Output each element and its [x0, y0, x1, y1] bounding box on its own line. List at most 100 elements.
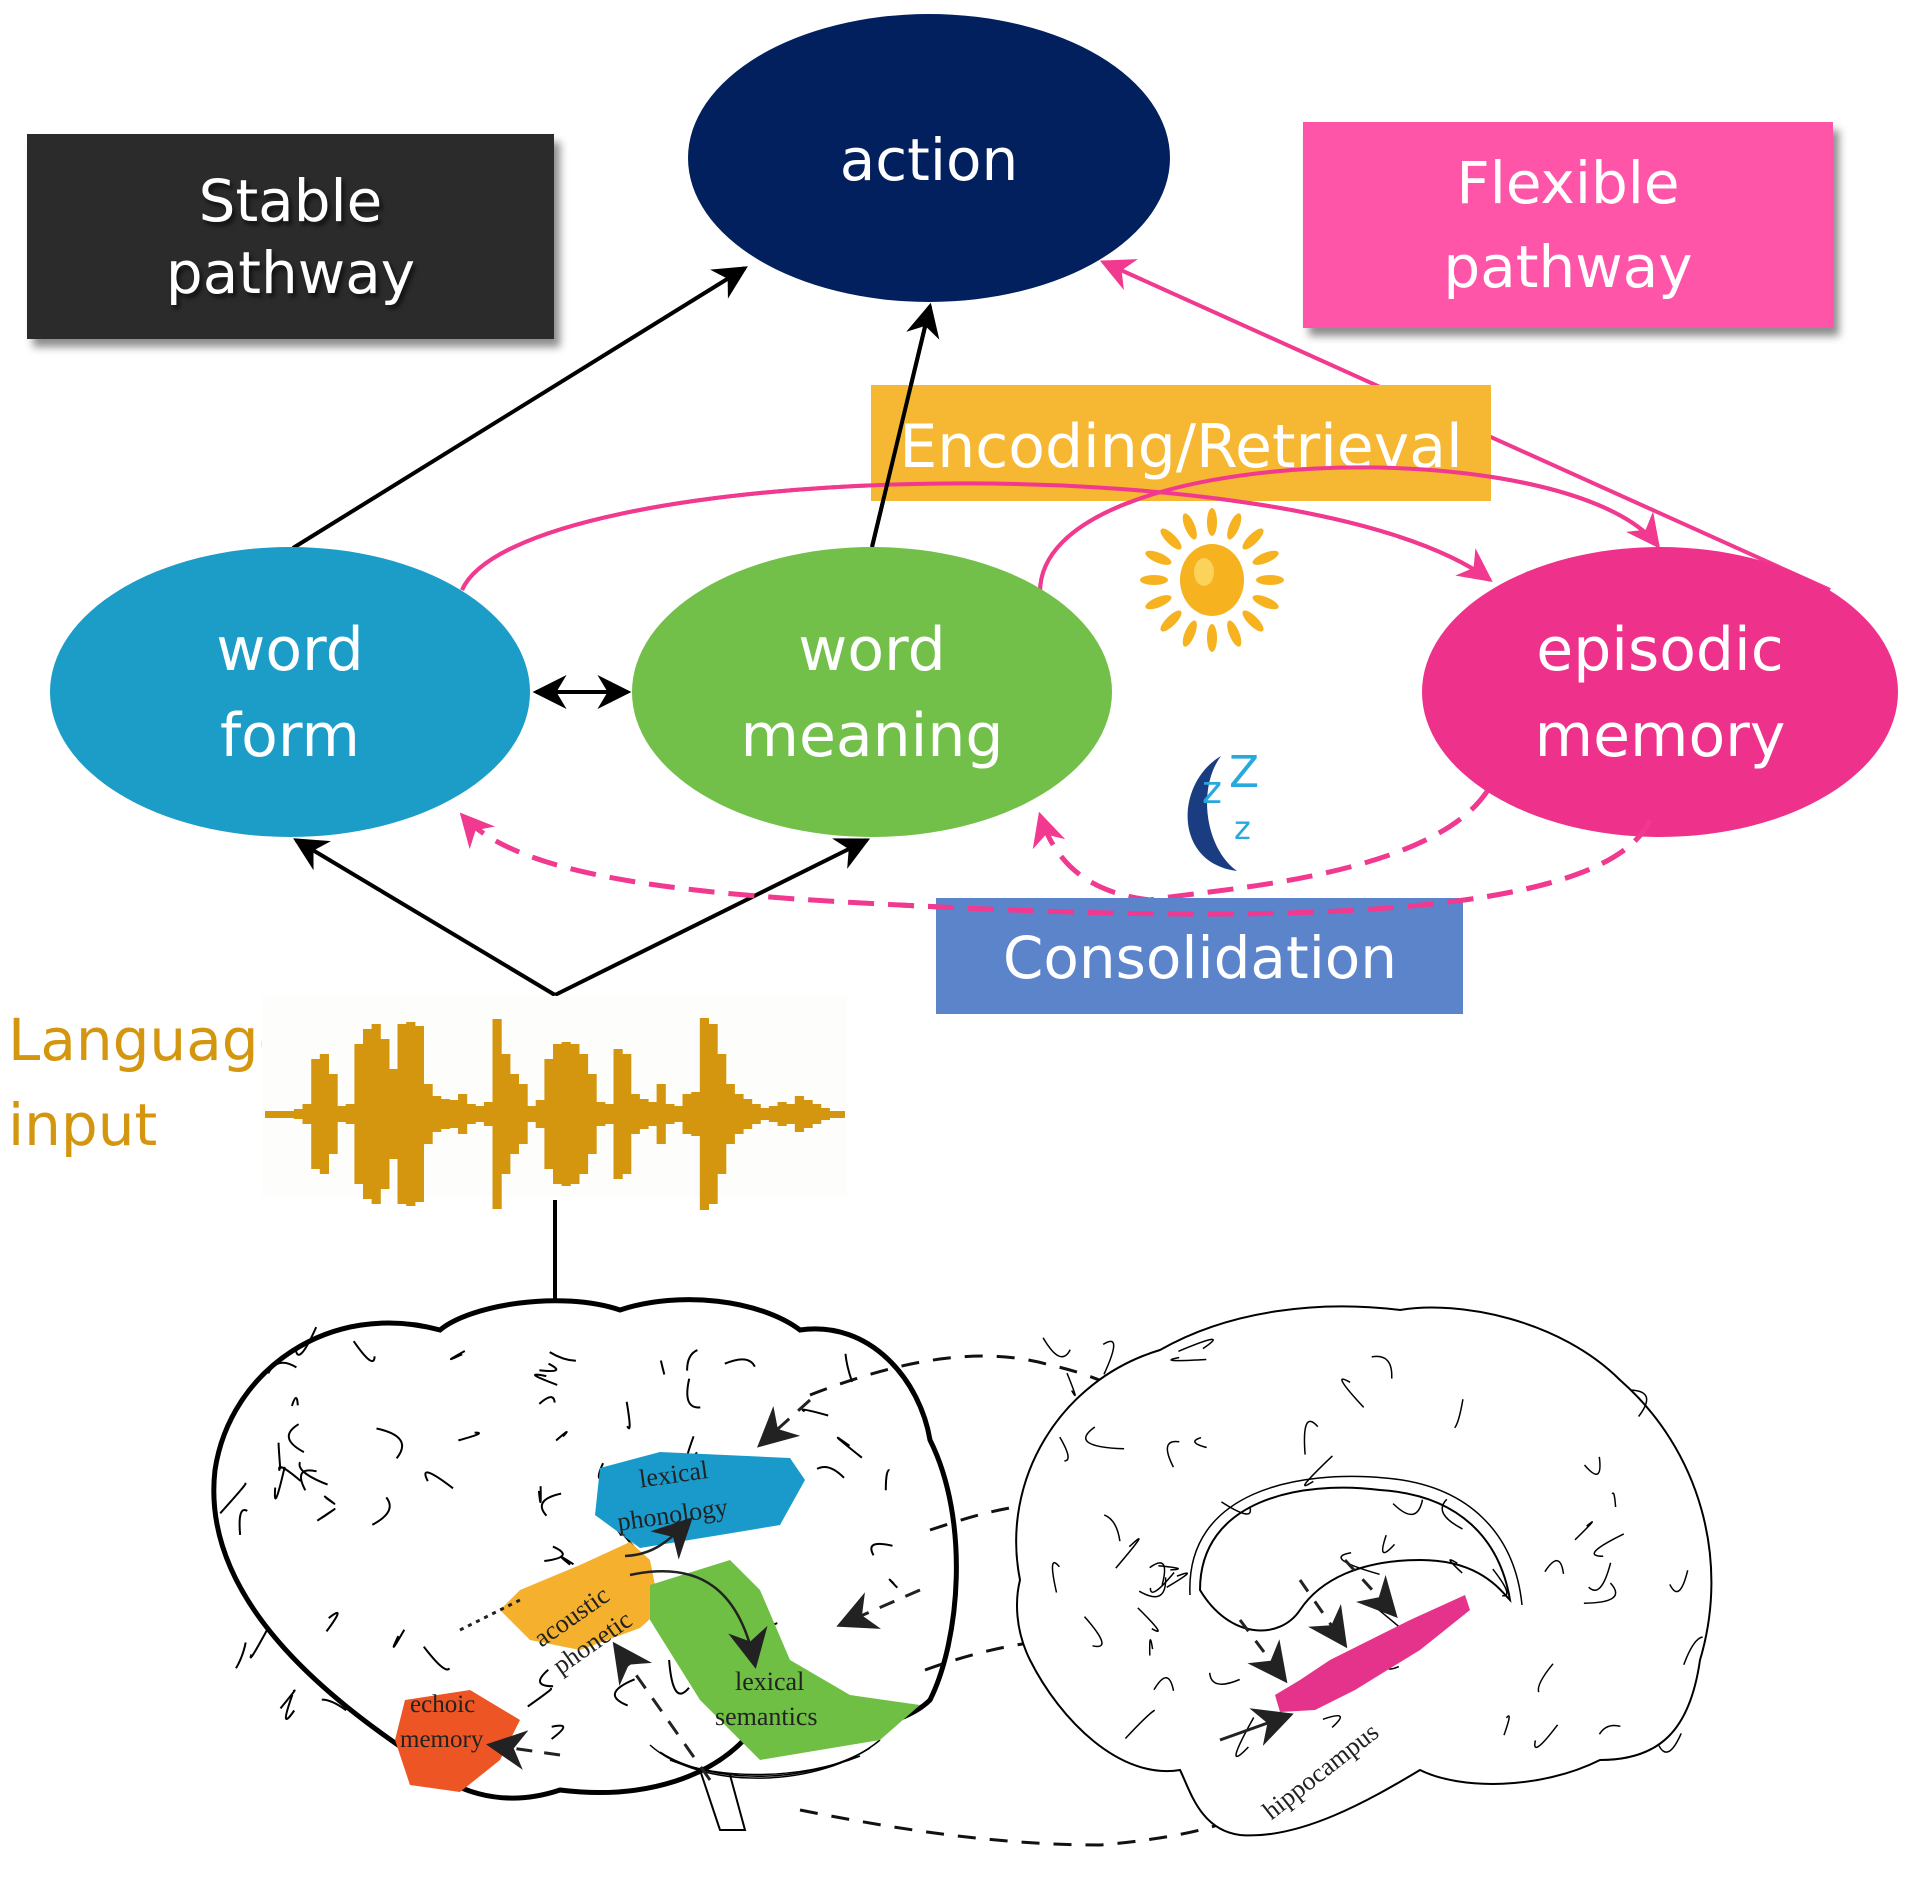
waveform-bar	[691, 1092, 701, 1136]
brain-sulcus	[668, 1659, 690, 1695]
waveform-bar	[363, 1029, 373, 1199]
action-line-overlay	[870, 305, 932, 548]
brain-sulcus	[316, 1508, 336, 1522]
waveform-bar	[751, 1104, 761, 1124]
action-label: action	[840, 126, 1019, 194]
waveform-bar	[708, 1024, 718, 1204]
episodic-memory-line2: memory	[1535, 701, 1786, 771]
waveform-bar	[725, 1084, 735, 1144]
brain-sulcus	[290, 1396, 299, 1407]
brain-sulcus	[267, 1361, 297, 1374]
waveform-bar	[440, 1099, 450, 1129]
word-meaning-line2: meaning	[741, 701, 1004, 771]
zzz-lower: z	[1234, 809, 1251, 847]
brain-sulcus	[1683, 1636, 1703, 1665]
brain-sulcus	[371, 1496, 391, 1526]
consolidation-box	[936, 898, 1463, 1014]
lexical-semantics-line1: lexical	[735, 1667, 804, 1696]
brain-sulcus	[376, 1427, 403, 1460]
brain-sulcus	[424, 1471, 454, 1490]
arrow-input-to-wordmeaning	[554, 838, 871, 997]
moon-icon	[1187, 756, 1237, 871]
arrow-to-semantics-right	[836, 1588, 921, 1629]
brain-sulcus	[1593, 1533, 1625, 1558]
waveform-bar	[570, 1044, 580, 1184]
brain-sulcus	[1583, 1582, 1617, 1604]
waveform-bar	[544, 1059, 554, 1169]
brain-sulcus	[1537, 1663, 1554, 1693]
sun-ray	[1182, 620, 1197, 647]
brain-sulcus	[555, 1431, 568, 1442]
arrow-to-hippocampus-2	[1298, 1579, 1348, 1649]
waveform-bar	[483, 1102, 494, 1126]
brain-sulcus	[1631, 1389, 1648, 1417]
waveform-bar	[561, 1042, 571, 1186]
stable-pathway-line1: Stable	[198, 166, 383, 235]
sun-ray	[1145, 595, 1172, 610]
waveform-bar	[820, 1108, 830, 1120]
waveform-bar	[432, 1096, 442, 1132]
language-input-line2: input	[8, 1091, 157, 1159]
brain-sulcus	[537, 1486, 542, 1503]
sun-ray	[1242, 610, 1264, 632]
stable-pathway-legend: Stable pathway	[27, 134, 554, 339]
brain-sulcus	[1208, 1672, 1240, 1685]
sound-waveform	[262, 996, 847, 1210]
waveform-bar	[311, 1059, 321, 1169]
brain-sulcus	[249, 1629, 269, 1659]
brain-sulcus	[1235, 1717, 1255, 1758]
waveform-bar	[786, 1104, 796, 1124]
brain-sulcus	[1170, 1356, 1207, 1362]
brain-sulcus	[1583, 1456, 1601, 1475]
brain-sulcus	[277, 1442, 282, 1470]
medial-brain-outline	[1015, 1305, 1713, 1837]
brain-sulcus	[1340, 1552, 1380, 1576]
consolidation-curve-overlay	[899, 818, 1653, 917]
sun-ray	[1182, 513, 1197, 540]
brain-sulcus	[801, 1408, 829, 1417]
brain-sulcus	[1341, 1378, 1365, 1408]
waveform-bar	[345, 1104, 355, 1124]
waveform-bar	[509, 1074, 519, 1154]
arrow-echoic-dotted	[459, 1598, 521, 1632]
brain-sulcus	[1138, 1577, 1167, 1598]
node-word-form: word form	[50, 547, 530, 837]
waveform-bar	[501, 1054, 511, 1174]
brain-sulcus	[1454, 1399, 1464, 1429]
zzz-large: Z	[1229, 747, 1259, 798]
waveform-bar	[354, 1044, 364, 1184]
brain-sulcus	[1103, 1514, 1121, 1542]
waveform-bar	[604, 1104, 614, 1124]
waveform-bar	[319, 1054, 329, 1174]
brain-sulcus	[1149, 1562, 1166, 1586]
brain-sulcus	[1544, 1559, 1565, 1575]
brain-sulcus	[392, 1629, 406, 1648]
brain-sulcus	[1658, 1733, 1682, 1753]
word-meaning-line1: word	[798, 615, 945, 685]
word-form-ellipse	[50, 547, 530, 837]
waveform-bar	[337, 1106, 347, 1122]
brain-sulcus	[235, 1642, 247, 1669]
acoustic-phonetic-region	[500, 1542, 660, 1650]
brain-sulcus	[1598, 1724, 1621, 1735]
sun-ray	[1207, 624, 1217, 652]
waveform-bar	[665, 1104, 675, 1124]
sun-ray	[1256, 575, 1284, 585]
action-ellipse	[688, 14, 1170, 302]
waveform-bar	[777, 1102, 787, 1126]
arrow-wordform-to-action	[291, 266, 748, 550]
brain-sulcus	[1371, 1355, 1393, 1379]
sun-ray	[1145, 550, 1172, 565]
word-form-line1: word	[216, 615, 363, 685]
brain-sulcus	[1115, 1538, 1140, 1569]
brain-sulcus	[539, 1362, 558, 1373]
waveform-bar	[380, 1039, 390, 1189]
brain-sulcus	[1503, 1715, 1510, 1736]
brain-sulcus	[325, 1611, 339, 1632]
waveform-bar	[397, 1024, 407, 1204]
waveform-bar	[699, 1018, 709, 1210]
episodic-memory-ellipse	[1422, 547, 1898, 837]
flexible-pathway-line2: pathway	[1443, 233, 1693, 301]
node-word-meaning: word meaning	[632, 547, 1112, 837]
sun-ray	[1252, 595, 1279, 610]
